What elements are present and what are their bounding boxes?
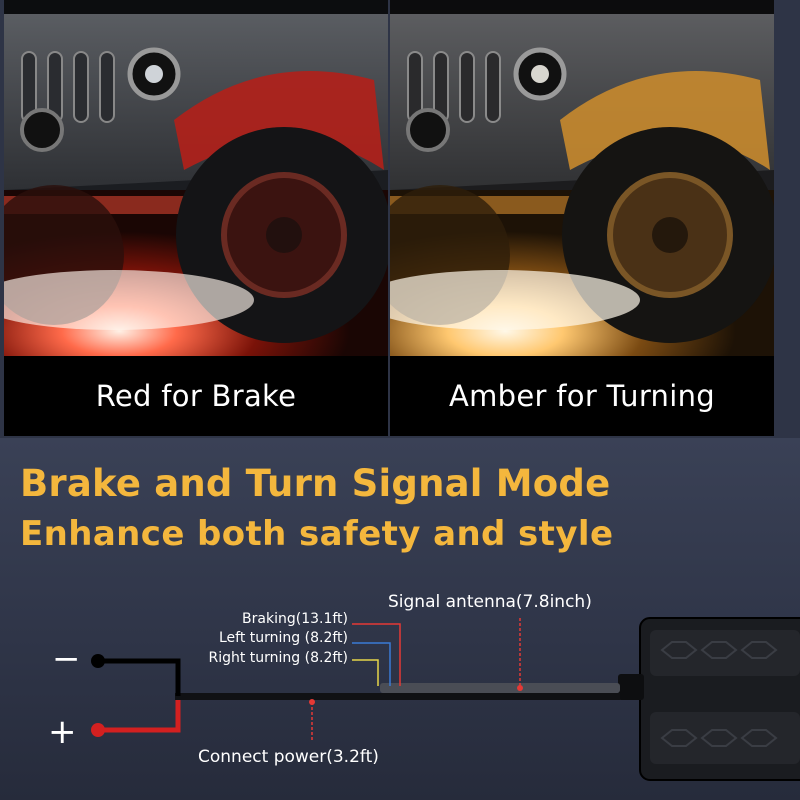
right-turning-label: Right turning (8.2ft): [208, 650, 348, 666]
power-label: Connect power(3.2ft): [198, 747, 379, 767]
positive-wire: [91, 700, 181, 737]
negative-wire: [91, 654, 181, 696]
left-turning-label: Left turning (8.2ft): [219, 630, 348, 646]
braking-label: Braking(13.1ft): [242, 611, 348, 627]
antenna-marker-dot: [517, 685, 523, 691]
positive-terminal-symbol: +: [48, 712, 77, 752]
right-turning-leader-line: [352, 659, 379, 686]
wiring-diagram: − + Braking(13.1ft) Left turning (8.2ft)…: [48, 592, 800, 781]
left-turning-leader-line: [352, 642, 391, 686]
antenna-label: Signal antenna(7.8inch): [388, 592, 592, 612]
headline: Brake and Turn Signal Mode: [20, 462, 611, 505]
jeep-amber-lighting-photo: [390, 0, 774, 356]
caption-amber-for-turning: Amber for Turning: [390, 356, 774, 436]
power-marker-dot: [309, 699, 315, 705]
controller-box: [618, 617, 800, 781]
braking-leader-line: [352, 623, 401, 686]
negative-terminal-symbol: −: [52, 639, 81, 679]
subline: Enhance both safety and style: [20, 514, 614, 554]
photo-panel-red: Red for Brake: [4, 0, 388, 436]
power-cable: [175, 693, 620, 700]
photo-panel-amber: Amber for Turning: [390, 0, 774, 436]
signal-cable-bundle: [380, 683, 620, 693]
jeep-red-lighting-photo: [4, 0, 388, 356]
caption-red-for-brake: Red for Brake: [4, 356, 388, 436]
